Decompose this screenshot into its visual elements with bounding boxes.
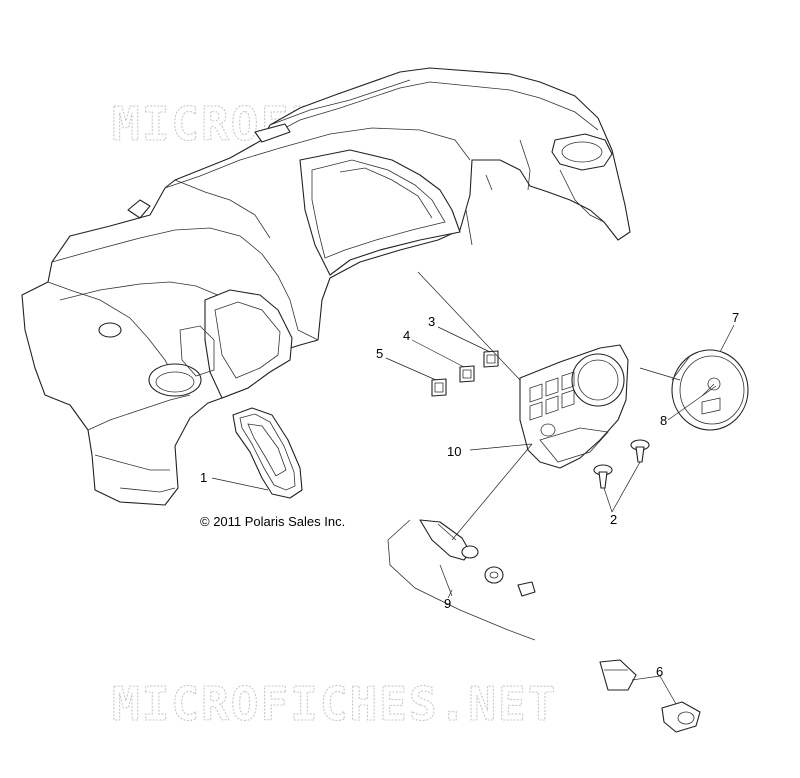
- screw-part-2a: [593, 464, 613, 489]
- callout-2: 2: [610, 512, 617, 527]
- outlet-plug-part-6: [599, 659, 701, 733]
- callout-5: 5: [376, 346, 383, 361]
- shifter-boot-part: [232, 407, 303, 499]
- callout-8: 8: [660, 413, 667, 428]
- callout-4: 4: [403, 328, 410, 343]
- callout-1: 1: [200, 470, 207, 485]
- power-outlet-assembly: [387, 519, 536, 641]
- callout-9: 9: [444, 596, 451, 611]
- copyright-notice: © 2011 Polaris Sales Inc.: [200, 514, 346, 529]
- watermark-bottom: MICROFICHES.NET: [112, 677, 557, 731]
- callout-3: 3: [428, 314, 435, 329]
- callout-6: 6: [656, 664, 663, 679]
- screw-part-2b: [630, 439, 650, 463]
- switch-part-4: [459, 365, 475, 383]
- instrument-panel-bezel: [519, 344, 629, 469]
- dashboard-assembly: [21, 67, 631, 506]
- callout-7: 7: [732, 310, 739, 325]
- leader-lines: [211, 271, 735, 705]
- switch-part-3: [483, 350, 499, 368]
- callout-10: 10: [447, 444, 461, 459]
- switch-part-5: [431, 378, 447, 397]
